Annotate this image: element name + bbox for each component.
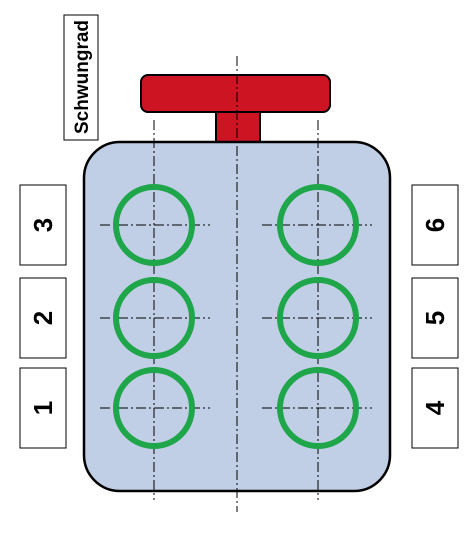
flywheel-label-box: [63, 14, 99, 141]
cylinder-number-boxes: 1 2 3 4 5 6: [19, 184, 459, 449]
cylinder-number-label: 3: [28, 218, 58, 232]
cylinder-number-box-5: [411, 277, 459, 359]
cylinder-number-box-6: [411, 184, 459, 266]
cylinder-3: [113, 184, 195, 266]
cylinder-number-box-2: [19, 277, 67, 359]
cylinder-4: [277, 367, 359, 449]
flywheel-shaft: [215, 109, 261, 144]
cylinder-1: [113, 367, 195, 449]
cylinder-number-label: 1: [28, 401, 58, 415]
flywheel: [140, 74, 331, 113]
cylinder-number-box-1: [19, 367, 67, 449]
cylinder-2: [113, 277, 195, 359]
cylinder-5: [277, 277, 359, 359]
cylinder-number-label: 2: [28, 311, 58, 325]
cylinder-6: [277, 184, 359, 266]
cylinders: [113, 184, 359, 449]
cylinder-number-label: 6: [420, 218, 450, 232]
cylinder-number-label: 4: [420, 400, 450, 415]
flywheel-label: Schwungrad: [72, 20, 93, 134]
cylinder-number-label: 5: [420, 311, 450, 325]
cylinder-number-box-4: [411, 367, 459, 449]
cylinder-number-box-3: [19, 184, 67, 266]
